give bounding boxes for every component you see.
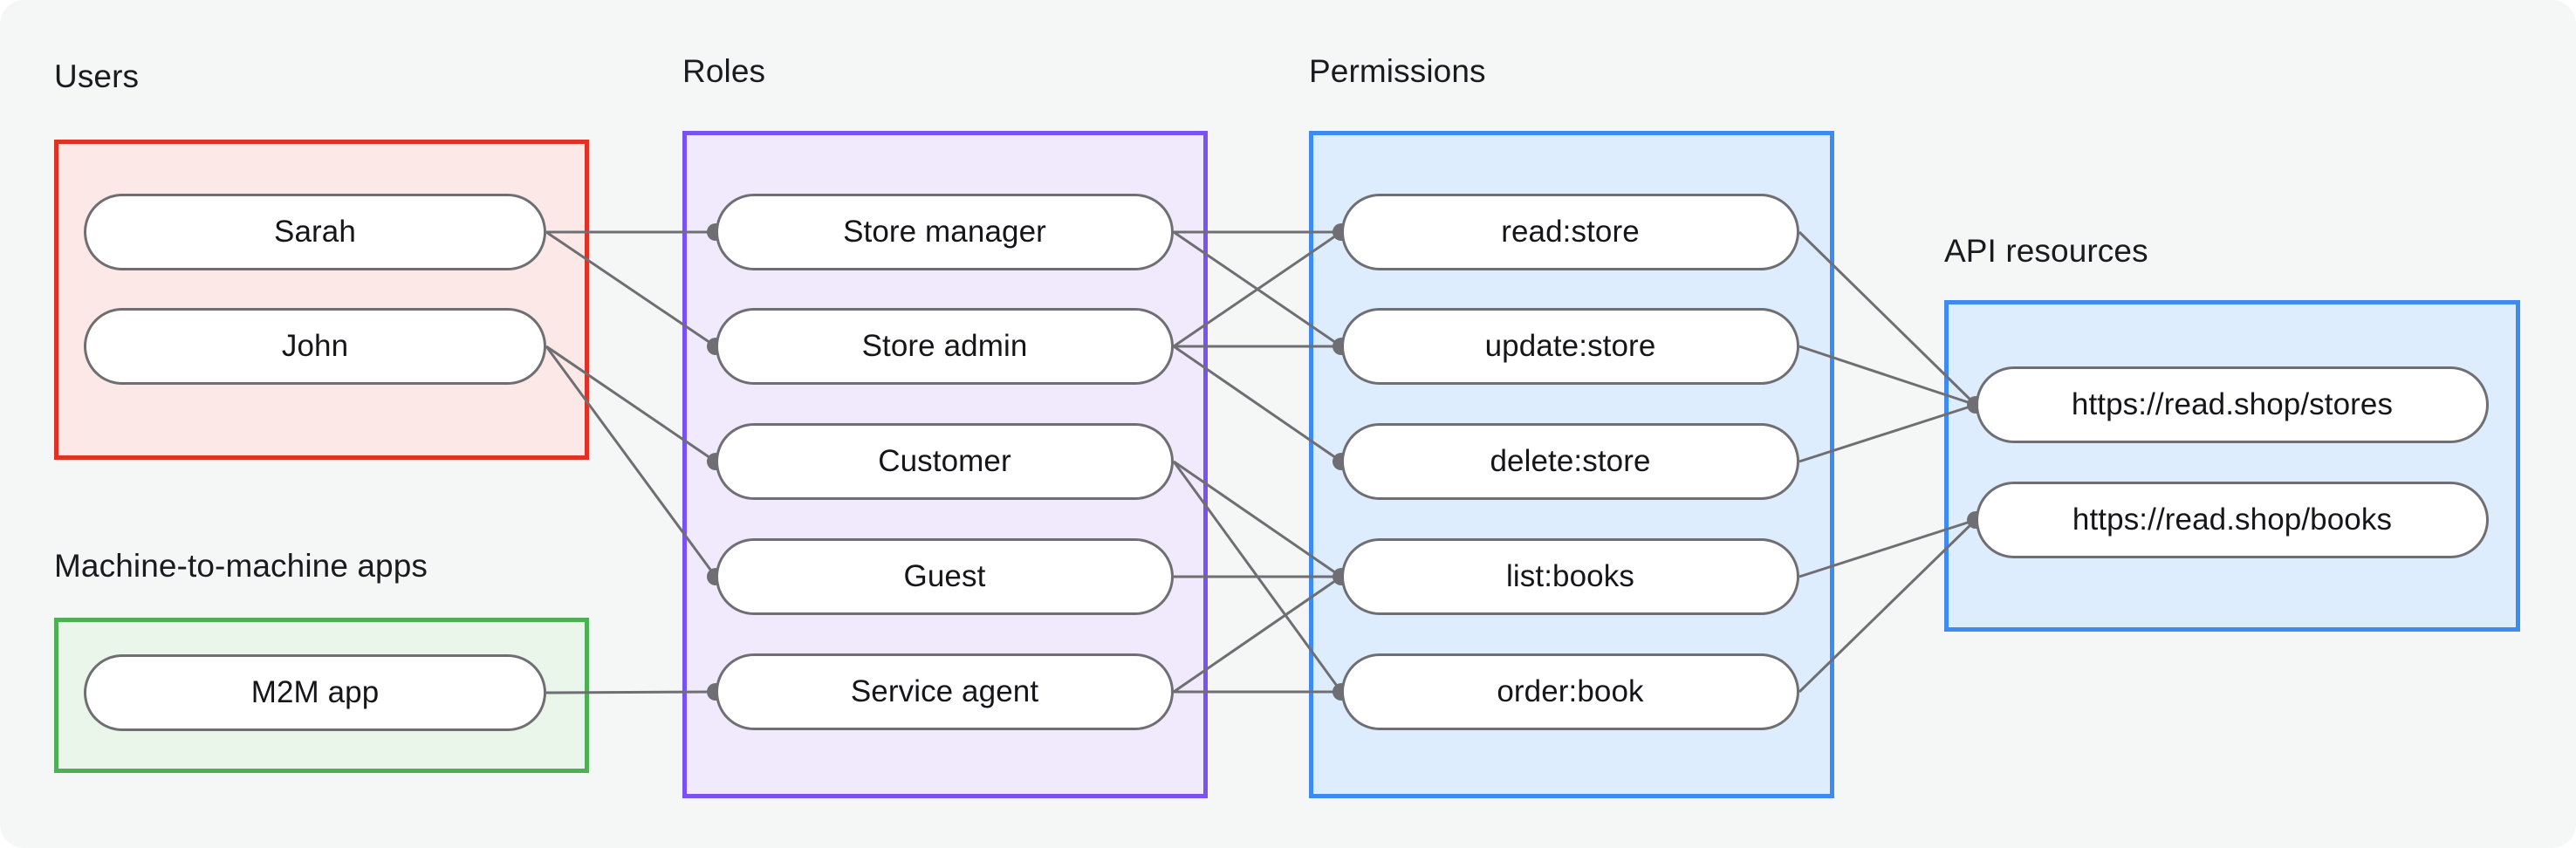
- node-label-delete-store: delete:store: [1490, 444, 1651, 478]
- node-update-store[interactable]: update:store: [1341, 308, 1799, 385]
- node-books-url[interactable]: https://read.shop/books: [1976, 482, 2489, 558]
- node-label-stores-url: https://read.shop/stores: [2071, 387, 2394, 421]
- group-label-api-resources: API resources: [1944, 233, 2148, 269]
- group-box-users: [54, 140, 589, 460]
- node-list-books[interactable]: list:books: [1341, 538, 1799, 615]
- node-guest[interactable]: Guest: [716, 538, 1174, 615]
- group-label-roles: Roles: [682, 53, 766, 89]
- node-sarah[interactable]: Sarah: [84, 194, 546, 270]
- node-delete-store[interactable]: delete:store: [1341, 423, 1799, 500]
- node-john[interactable]: John: [84, 308, 546, 385]
- node-label-books-url: https://read.shop/books: [2072, 503, 2393, 537]
- node-read-store[interactable]: read:store: [1341, 194, 1799, 270]
- node-service-agent[interactable]: Service agent: [716, 653, 1174, 730]
- node-order-book[interactable]: order:book: [1341, 653, 1799, 730]
- node-customer[interactable]: Customer: [716, 423, 1174, 500]
- node-label-sarah: Sarah: [274, 215, 356, 249]
- group-label-permissions: Permissions: [1309, 53, 1486, 89]
- node-label-store-manager: Store manager: [843, 215, 1046, 249]
- group-label-m2m: Machine-to-machine apps: [54, 548, 428, 584]
- node-label-customer: Customer: [878, 444, 1011, 478]
- node-label-john: John: [281, 329, 349, 363]
- node-label-order-book: order:book: [1497, 674, 1644, 708]
- group-label-users: Users: [54, 58, 140, 94]
- node-label-update-store: update:store: [1484, 329, 1656, 363]
- node-store-admin[interactable]: Store admin: [716, 308, 1174, 385]
- node-stores-url[interactable]: https://read.shop/stores: [1976, 366, 2489, 443]
- node-store-manager[interactable]: Store manager: [716, 194, 1174, 270]
- node-label-read-store: read:store: [1501, 215, 1640, 249]
- node-label-store-admin: Store admin: [861, 329, 1028, 363]
- node-label-guest: Guest: [903, 559, 986, 593]
- group-box-api-resources: [1944, 300, 2520, 632]
- node-m2m-app[interactable]: M2M app: [84, 654, 546, 731]
- node-label-list-books: list:books: [1506, 559, 1634, 593]
- node-label-m2m-app: M2M app: [250, 675, 380, 709]
- node-label-service-agent: Service agent: [850, 674, 1039, 708]
